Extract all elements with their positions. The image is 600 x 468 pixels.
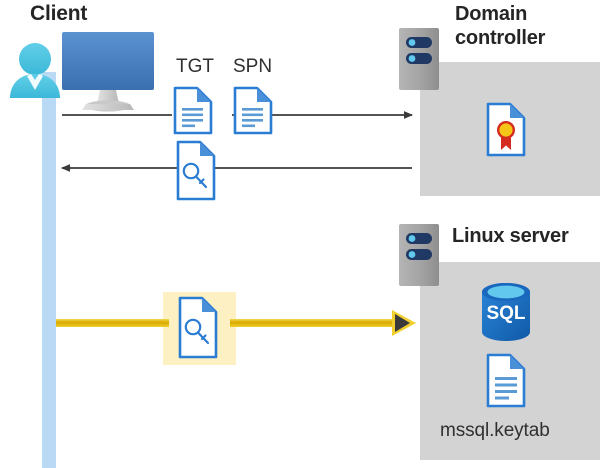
client-monitor-icon — [62, 32, 154, 112]
ticket-key-document-icon — [176, 140, 216, 201]
keytab-filename-label: mssql.keytab — [440, 420, 550, 441]
tgt-document-icon — [173, 86, 213, 135]
domain-controller-server-icon — [399, 28, 439, 90]
sql-database-icon: SQL — [482, 283, 530, 341]
linux-server-icon — [399, 224, 439, 286]
domain-controller-title: Domain controller — [455, 3, 546, 49]
certificate-document-icon — [486, 102, 526, 157]
tgt-label: TGT — [176, 56, 214, 77]
client-title: Client — [30, 2, 88, 25]
linux-server-title: Linux server — [452, 225, 569, 247]
keytab-document-icon — [486, 353, 526, 408]
svg-text:SQL: SQL — [486, 303, 525, 324]
arrow-client-to-linux-server — [56, 310, 416, 336]
spn-document-icon — [233, 86, 273, 135]
client-person-icon — [10, 43, 60, 98]
service-ticket-key-document-icon — [178, 296, 218, 359]
spn-label: SPN — [233, 56, 273, 77]
client-lifeline — [42, 72, 56, 468]
